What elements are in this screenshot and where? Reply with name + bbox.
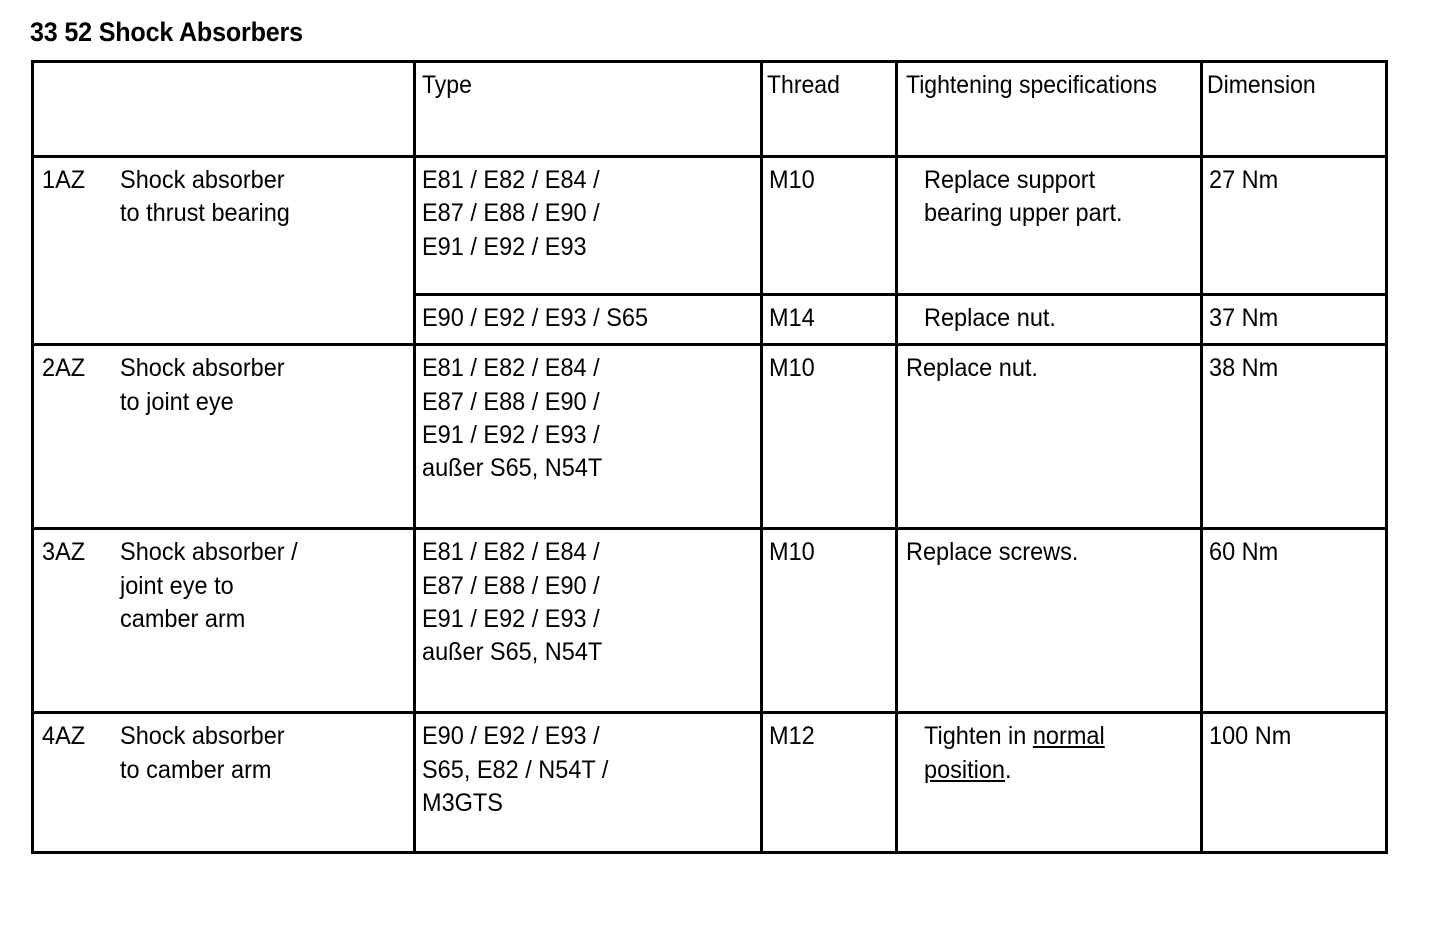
tightening-note: Tighten in normal position. xyxy=(924,720,1180,787)
table-row: 2AZ Shock absorber to joint eye E81 / E8… xyxy=(31,343,1388,531)
dimension-cell: 38 Nm xyxy=(1200,343,1388,531)
tightening-cell: Replace screws. xyxy=(895,527,1203,715)
tightening-cell: Replace nut. xyxy=(895,292,1203,347)
item-cell-2az: 2AZ Shock absorber to joint eye xyxy=(31,343,416,531)
type-cell: E90 / E92 / E93 / S65 xyxy=(413,292,763,347)
item-description: Shock absorber to joint eye xyxy=(120,354,285,416)
table-body: 1AZ Shock absorber to thrust bearing E81… xyxy=(31,154,1388,855)
type-cell: E81 / E82 / E84 / E87 / E88 / E90 / E91 … xyxy=(413,527,763,715)
item-code: 3AZ xyxy=(42,538,86,567)
dimension-cell: 60 Nm xyxy=(1200,527,1388,715)
item-code: 2AZ xyxy=(42,354,86,383)
table-row: 1AZ Shock absorber to thrust bearing E81… xyxy=(31,154,1388,347)
column-header-thread: Thread xyxy=(760,60,898,158)
tightening-cell: Tighten in normal position. xyxy=(895,711,1203,855)
item-cell-4az: 4AZ Shock absorber to camber arm xyxy=(31,711,416,855)
column-header-dimension: Dimension xyxy=(1200,60,1388,158)
shock-absorbers-spec-table: Type Thread Tightening specifications Di… xyxy=(31,60,1388,855)
item-code: 1AZ xyxy=(42,166,86,194)
column-header-type: Type xyxy=(413,60,763,158)
tightening-prefix: Tighten in xyxy=(924,722,1033,751)
table-row: 3AZ Shock absorber / joint eye to camber… xyxy=(31,527,1388,715)
item-code: 4AZ xyxy=(42,722,86,751)
tightening-emphasis: normal position xyxy=(924,722,1105,784)
tightening-cell: Replace nut. xyxy=(895,343,1203,531)
item-description: Shock absorber to thrust bearing xyxy=(120,166,290,228)
type-cell: E90 / E92 / E93 / S65, E82 / N54T / M3GT… xyxy=(413,711,763,855)
tightening-suffix: . xyxy=(1005,755,1012,784)
table-row: E90 / E92 / E93 / S65 M14 Replace nut. 3… xyxy=(33,292,1388,347)
thread-cell: M10 xyxy=(760,343,898,531)
thread-cell: M12 xyxy=(760,711,898,855)
table-header: Type Thread Tightening specifications Di… xyxy=(31,60,1388,158)
tightening-cell: Replace support bearing upper part. xyxy=(895,155,1203,296)
item-cell-3az: 3AZ Shock absorber / joint eye to camber… xyxy=(31,527,416,715)
type-cell: E81 / E82 / E84 / E87 / E88 / E90 / E91 … xyxy=(413,343,763,531)
dimension-cell: 100 Nm xyxy=(1200,711,1388,855)
table-header-row: Type Thread Tightening specifications Di… xyxy=(31,60,1388,158)
dimension-cell: 37 Nm xyxy=(1200,292,1388,347)
column-header-item xyxy=(31,60,416,158)
item-description: Shock absorber / joint eye to camber arm xyxy=(120,538,298,633)
dimension-cell: 27 Nm xyxy=(1200,155,1388,296)
type-cell: E81 / E82 / E84 / E87 / E88 / E90 / E91 … xyxy=(413,155,763,296)
item-cell-1az: 1AZ Shock absorber to thrust bearing xyxy=(31,154,416,347)
thread-cell: M10 xyxy=(760,155,898,296)
table-row: 4AZ Shock absorber to camber arm E90 / E… xyxy=(31,711,1388,855)
item-description: Shock absorber to camber arm xyxy=(120,722,285,784)
column-header-tightening-specifications: Tightening specifications xyxy=(895,60,1203,158)
thread-cell: M14 xyxy=(760,292,898,347)
page-title: 33 52 Shock Absorbers xyxy=(30,17,303,47)
thread-cell: M10 xyxy=(760,527,898,715)
